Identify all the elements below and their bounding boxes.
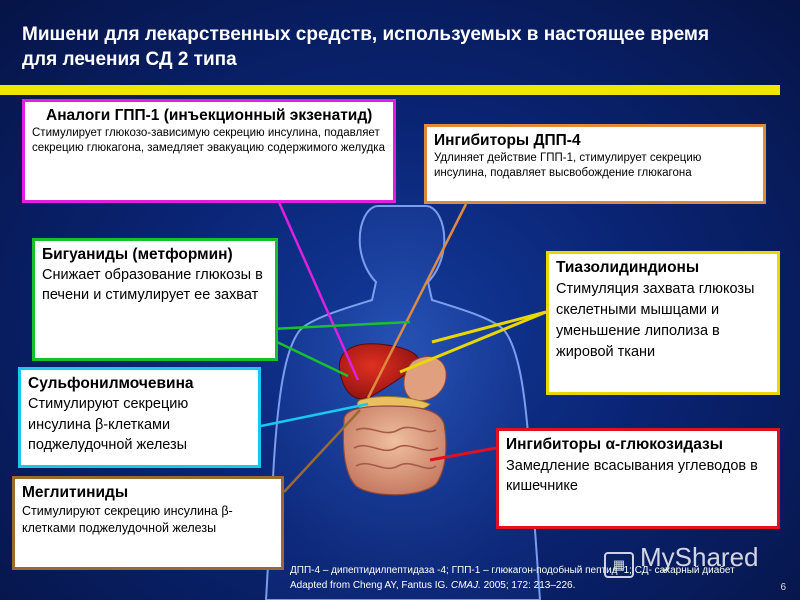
connector-dpp (366, 203, 468, 399)
box-description: Стимулируют секрецию инсулина β-клетками… (22, 504, 233, 535)
box-description: Снижает образование глюкозы в печени и с… (42, 267, 263, 303)
slide-title: Мишени для лекарственных средств, исполь… (22, 24, 710, 70)
box-thiazolidinediones: Тиазолидиндионы Стимуляция захвата глюко… (546, 251, 780, 395)
connector-tzd-2 (399, 310, 547, 374)
box-heading: Аналоги ГПП-1 (инъекционный экзенатид) (46, 107, 373, 124)
page-number: 6 (780, 582, 786, 593)
box-alpha-glucosidase-inhibitors: Ингибиторы α-глюкозидазы Замедление всас… (496, 428, 780, 529)
box-description: Замедление всасывания углеводов в кишечн… (506, 458, 758, 494)
box-description: Стимуляция захвата глюкозы скелетными мы… (556, 281, 755, 360)
box-heading: Сульфонилмочевина (28, 375, 194, 392)
box-heading: Бигуаниды (метформин) (42, 246, 233, 263)
title-underline-bar (0, 85, 780, 95)
footnote-citation: Adapted from Cheng AY, Fantus IG. CMAJ. … (290, 578, 795, 593)
box-meglitinides: Меглитиниды Стимулируют секрецию инсулин… (12, 476, 284, 570)
box-description: Удлиняет действие ГПП-1, стимулирует сек… (434, 152, 702, 179)
box-description: Стимулирует глюкозо-зависимую секрецию и… (32, 127, 385, 154)
box-heading: Ингибиторы ДПП-4 (434, 132, 581, 149)
citation-details: 2005; 172: 213–226. (483, 580, 576, 591)
footnote: ДПП-4 – дипептидилпептидаза -4; ГПП-1 – … (290, 563, 795, 593)
connector-agi (429, 446, 497, 462)
citation-journal: CMAJ. (450, 580, 481, 591)
box-heading: Ингибиторы α-глюкозидазы (506, 436, 723, 453)
footnote-abbreviations: ДПП-4 – дипептидилпептидаза -4; ГПП-1 – … (290, 565, 735, 576)
connector-big-1 (251, 320, 411, 332)
box-sulfonylureas: Сульфонилмочевина Стимулируют секрецию и… (18, 367, 261, 468)
watermark-logo: ▦MyShared (604, 540, 780, 578)
watermark-text: MyShared (640, 542, 759, 572)
box-heading: Меглитиниды (22, 484, 129, 501)
connector-su (260, 402, 369, 428)
box-glp1-analogs: Аналоги ГПП-1 (инъекционный экзенатид) С… (22, 99, 396, 203)
box-heading: Тиазолидиндионы (556, 259, 700, 276)
box-dpp4-inhibitors: Ингибиторы ДПП-4 Удлиняет действие ГПП-1… (424, 124, 766, 204)
box-description: Стимулируют секрецию инсулина β-клетками… (28, 396, 189, 453)
presentation-icon: ▦ (604, 552, 634, 578)
citation-authors: Adapted from Cheng AY, Fantus IG. (290, 580, 449, 591)
connector-glp (276, 199, 360, 381)
connector-meg (283, 409, 361, 493)
box-biguanides: Бигуаниды (метформин) Снижает образовани… (32, 238, 278, 361)
connector-tzd-1 (431, 310, 547, 344)
